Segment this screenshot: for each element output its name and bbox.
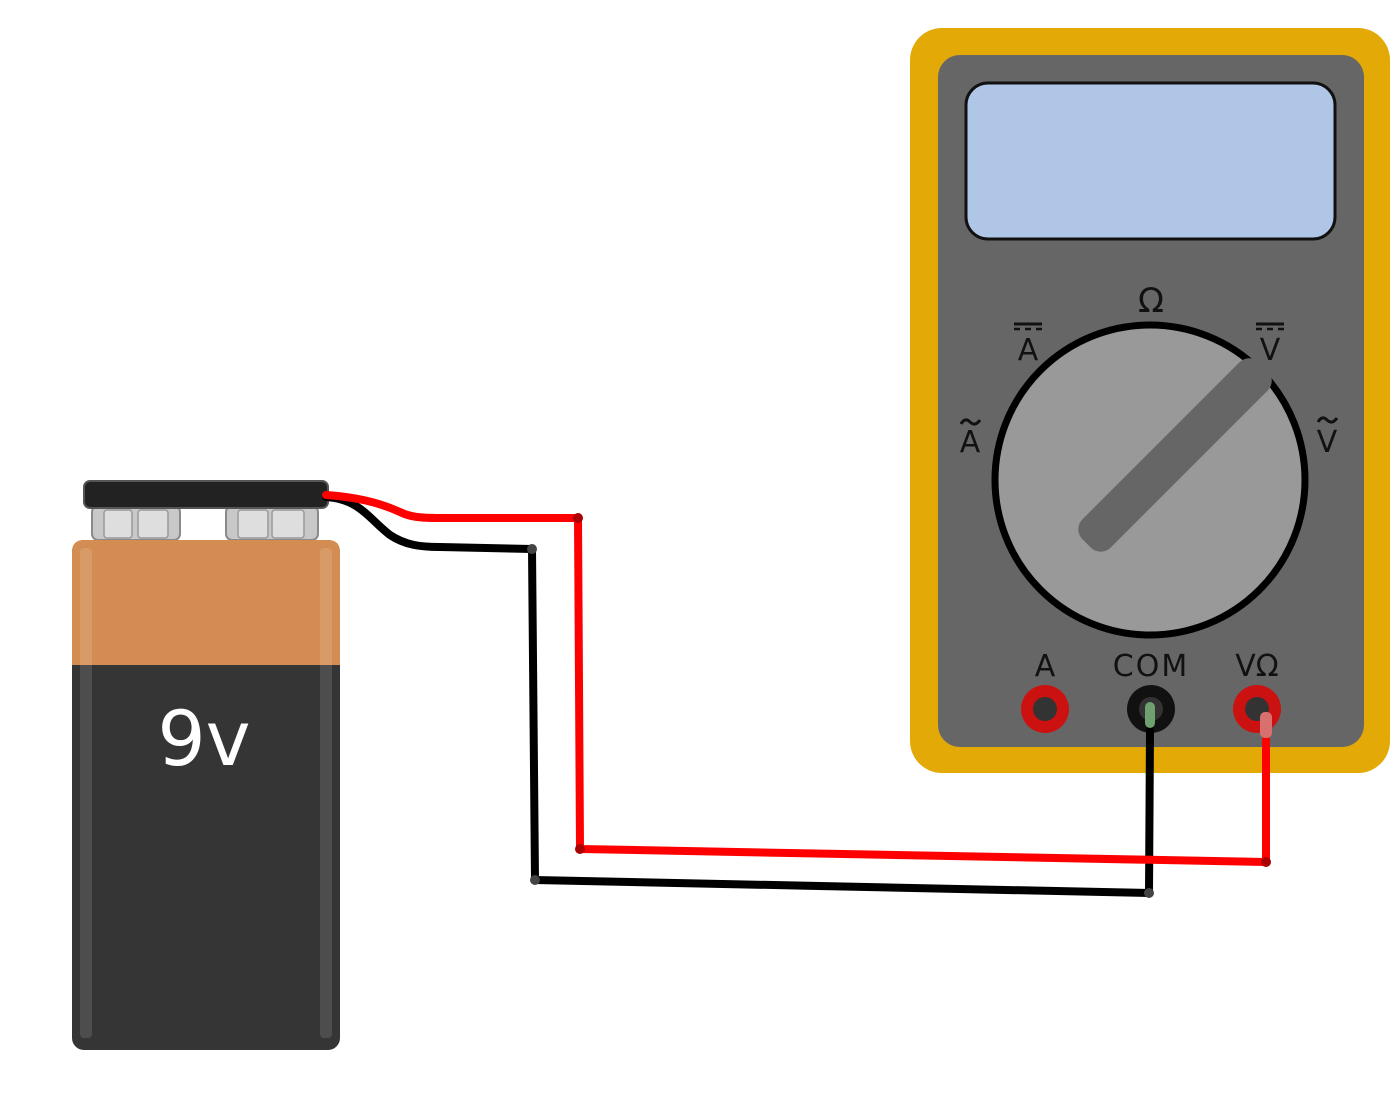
port-com-label: COM [1113,649,1189,684]
battery-body [72,540,340,1050]
dc-amps-letter: A [1018,333,1039,368]
dial-label-ac-amps: A [959,418,982,460]
battery-voltage-label: 9v [157,694,250,783]
ac-amps-letter: A [960,425,981,460]
selector-dial[interactable] [991,321,1309,639]
dial-label-dc-amps: A [1014,322,1042,368]
com-probe-tip [1145,702,1155,728]
positive-wire[interactable] [322,491,1272,867]
port-a-label: A [1035,649,1056,684]
ac-volts-letter: V [1317,425,1338,460]
battery-snap-connector [83,480,329,509]
dc-volts-letter: V [1260,333,1281,368]
dial-label-dc-volts: V [1256,322,1284,368]
v-ohm-probe-tip [1260,712,1272,738]
dial-label-ohm: Ω [1138,281,1164,321]
battery-cap [72,540,340,665]
multimeter-display [964,81,1337,241]
dial-pointer [1078,358,1272,552]
nine-volt-battery: 9v [72,480,340,1050]
negative-wire[interactable] [322,493,1155,898]
multimeter: Ω A V A V A COM VΩ [910,28,1390,773]
dial-label-ac-volts: V [1316,416,1339,460]
battery-terminals [91,505,319,541]
port-v-ohm-label: VΩ [1235,649,1278,684]
port-a-jack[interactable] [1021,685,1069,733]
port-v-ohm-jack[interactable] [1233,685,1281,733]
